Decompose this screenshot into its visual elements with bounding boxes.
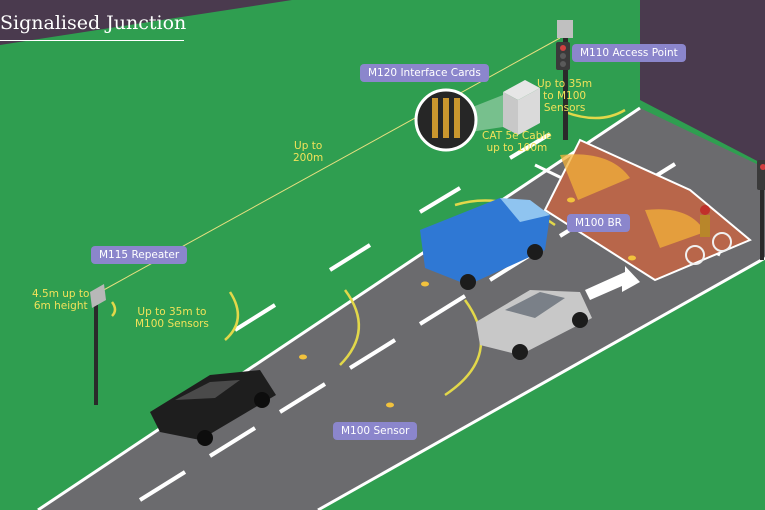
sensor-wedge-1 <box>560 154 630 200</box>
label-access-point: M110 Access Point <box>572 44 686 62</box>
cabinet <box>503 80 540 135</box>
note-repeater-range: Up to 35m to M100 Sensors <box>135 306 209 330</box>
note-height: 4.5m up to 6m height <box>32 288 89 312</box>
sensor-wedge-2 <box>645 209 705 248</box>
road-edge-bottom <box>317 256 765 510</box>
note-link-line-1: Up to <box>294 140 323 152</box>
grey-car <box>476 290 592 360</box>
label-interface-cards: M120 Interface Cards <box>360 64 489 82</box>
road-arrow <box>585 266 640 300</box>
road-edge-top <box>37 106 641 510</box>
black-car <box>150 370 276 446</box>
note-cable-line-1: CAT 5e Cable <box>482 130 552 142</box>
note-ap-range-line-3: Sensors <box>543 102 586 114</box>
note-ap-range-line-1: Up to 35m <box>537 78 593 90</box>
note-height-line-2: 6m height <box>33 300 88 312</box>
note-repeater-range-line-1: Up to 35m to <box>137 306 207 318</box>
note-ap-range-line-2: to M100 <box>543 90 587 102</box>
traffic-signal-right <box>757 160 765 260</box>
note-repeater-range-line-2: M100 Sensors <box>135 318 209 330</box>
label-m100-sensor: M100 Sensor <box>333 422 418 440</box>
note-ap-range: Up to 35m to M100 Sensors <box>537 78 592 114</box>
page-title: Signalised Junction <box>0 12 186 41</box>
label-repeater: M115 Repeater <box>91 246 188 264</box>
note-cable: CAT 5e Cable up to 100m <box>482 130 552 154</box>
magnifier-beam <box>470 95 503 132</box>
interface-cards-magnifier <box>414 88 478 152</box>
note-link-line-2: 200m <box>293 152 324 164</box>
van <box>420 198 550 290</box>
note-height-line-1: 4.5m up to <box>32 288 90 300</box>
cyclist <box>685 205 732 265</box>
sensor-markers <box>299 197 636 408</box>
label-m100-br: M100 BR <box>567 214 630 232</box>
access-point-pole <box>556 20 573 140</box>
repeater-pole <box>90 284 106 405</box>
note-cable-line-2: up to 100m <box>486 142 548 154</box>
note-link: Up to 200m <box>293 140 323 164</box>
